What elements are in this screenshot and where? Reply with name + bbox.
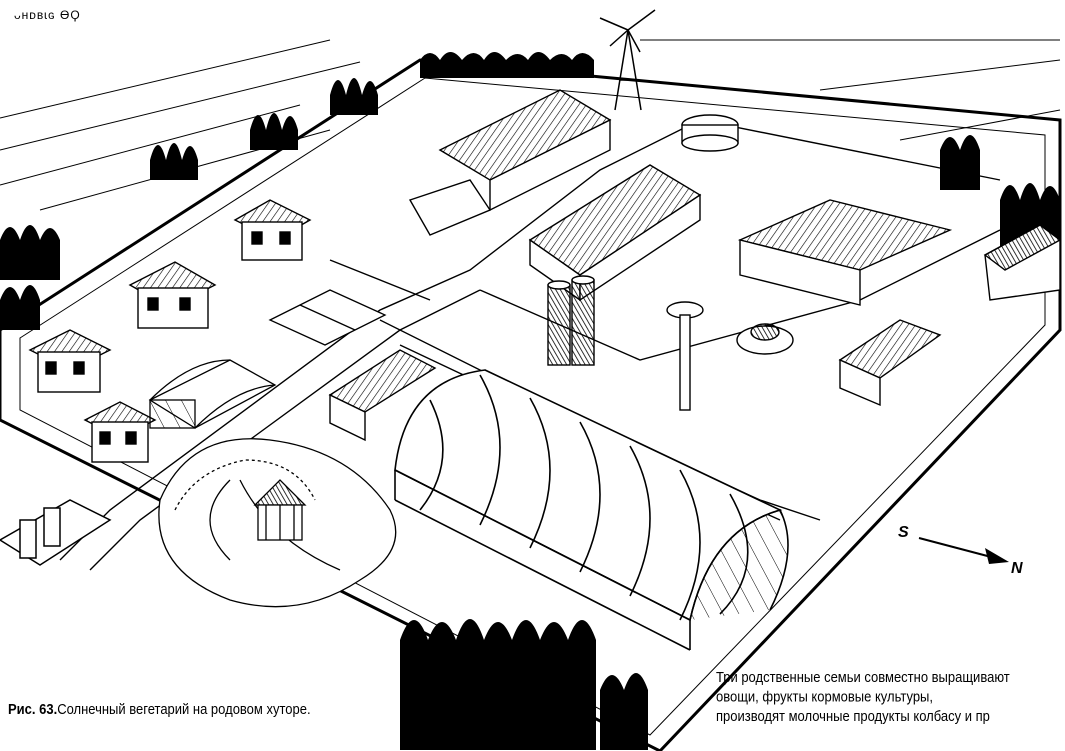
compass-south-label: S [898, 524, 909, 541]
long-barn [528, 164, 702, 302]
corner-building [983, 224, 1062, 301]
description-line: овощи, фрукты кормовые культуры, [716, 687, 934, 705]
right-barn [737, 199, 953, 306]
barn-workshop [408, 89, 612, 236]
figure-caption: Рис. 63.Солнечный вегетарий на родовом х… [8, 700, 311, 718]
house [233, 199, 312, 261]
entrance-gate [0, 499, 112, 566]
far-right-barn [838, 319, 942, 407]
description-line: производят молочные продукты колбасу и п… [716, 707, 990, 725]
figure-title: Солнечный вегетарий на родовом хуторе. [57, 700, 311, 718]
compass-arrow-icon [918, 537, 1009, 564]
main-greenhouse [394, 369, 789, 651]
description-line: Три родственные семьи совместно выращива… [716, 668, 1010, 686]
silos [547, 275, 595, 366]
compass-north-label: N [1011, 560, 1023, 577]
figure-number: Рис. 63. [8, 700, 58, 718]
houses [28, 199, 312, 463]
gazebo [253, 479, 307, 541]
tanks [681, 114, 794, 355]
sports-court [268, 289, 387, 346]
house [83, 401, 157, 463]
small-greenhouse [148, 359, 277, 429]
water-tower [666, 301, 704, 411]
figure-description: Три родственные семьи совместно выращива… [716, 667, 1010, 726]
background-fields [0, 39, 1061, 211]
corner-mark: ᴗʜᴅʙɩɢ ϴϘ [14, 8, 81, 22]
windmill [599, 9, 656, 111]
house [128, 261, 217, 329]
house [28, 329, 112, 393]
garden [158, 438, 397, 608]
shed [328, 349, 437, 442]
